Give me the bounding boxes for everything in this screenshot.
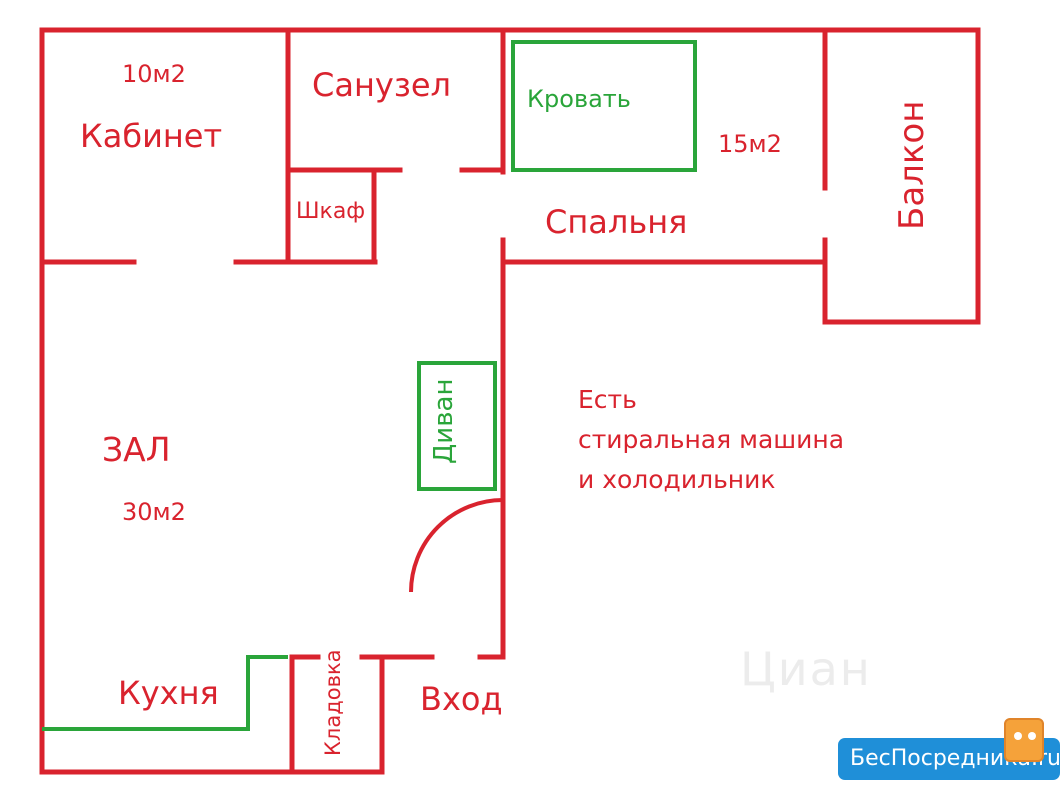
study-label: Кабинет bbox=[80, 117, 223, 155]
note-line-3: и холодильник bbox=[578, 465, 776, 494]
entrance-label: Вход bbox=[420, 680, 503, 718]
bedroom-area: 15м2 bbox=[718, 130, 782, 158]
appliances-note: Есть стиральная машина и холодильник bbox=[578, 380, 844, 500]
bed-label: Кровать bbox=[527, 85, 631, 113]
study-area: 10м2 bbox=[122, 60, 186, 88]
furniture bbox=[42, 40, 697, 731]
bathroom-label: Санузел bbox=[312, 66, 451, 104]
bed-rect bbox=[511, 40, 697, 172]
bedroom-label: Спальня bbox=[545, 203, 688, 241]
hall-label: ЗАЛ bbox=[102, 430, 171, 469]
pantry-label: Кладовка bbox=[321, 649, 345, 757]
note-line-2: стиральная машина bbox=[578, 425, 845, 454]
sofa-label: Диван bbox=[429, 378, 459, 464]
kitchen-counter bbox=[42, 655, 288, 731]
kitchen-label: Кухня bbox=[118, 674, 219, 712]
wardrobe-label: Шкаф bbox=[296, 199, 366, 224]
door-arc bbox=[409, 498, 504, 593]
mascot-icon bbox=[1004, 718, 1044, 762]
balcony-label: Балкон bbox=[892, 100, 932, 230]
walls bbox=[39, 27, 981, 775]
cian-watermark: Циан bbox=[740, 642, 872, 696]
sofa-rect bbox=[417, 361, 497, 491]
hall-area: 30м2 bbox=[122, 498, 186, 526]
note-line-1: Есть bbox=[578, 385, 637, 414]
